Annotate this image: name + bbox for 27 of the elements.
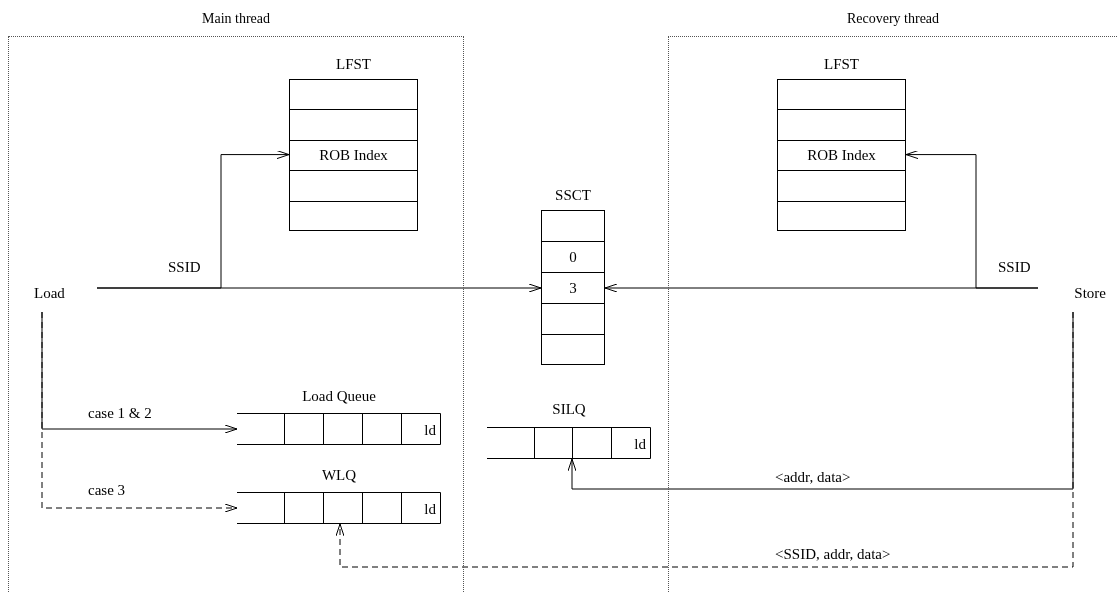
edge-label: <addr, data>	[773, 469, 853, 485]
cell-text: ld	[423, 421, 436, 439]
cell-text: ld	[423, 500, 436, 518]
cell-text: ROB Index	[806, 145, 877, 164]
table-title: LFST	[335, 55, 372, 73]
cell-text: 3	[568, 278, 578, 297]
region-title: Main thread	[201, 10, 271, 28]
cell-text: ld	[633, 435, 646, 453]
table-title: SSCT	[554, 186, 592, 204]
edge-label: <SSID, addr, data>	[773, 546, 893, 562]
queue-title: WLQ	[320, 466, 358, 484]
queue-title: SILQ	[551, 400, 587, 418]
edge-label: SSID	[996, 259, 1033, 275]
table-title: LFST	[823, 55, 860, 73]
cell-text: 0	[568, 247, 578, 266]
dashed-arrow	[335, 311, 1074, 568]
instruction-label: Store	[1074, 284, 1106, 302]
arrow	[905, 150, 1039, 289]
dashed-arrow	[41, 311, 238, 513]
instruction-label: Load	[34, 284, 65, 302]
cell-text: ROB Index	[318, 145, 389, 164]
edge-label: case 1 & 2	[86, 405, 154, 421]
queue-title: Load Queue	[301, 387, 377, 405]
edge-label: SSID	[166, 259, 203, 275]
arrow	[96, 150, 290, 289]
region-title: Recovery thread	[845, 10, 941, 28]
edge-label: case 3	[86, 482, 128, 498]
